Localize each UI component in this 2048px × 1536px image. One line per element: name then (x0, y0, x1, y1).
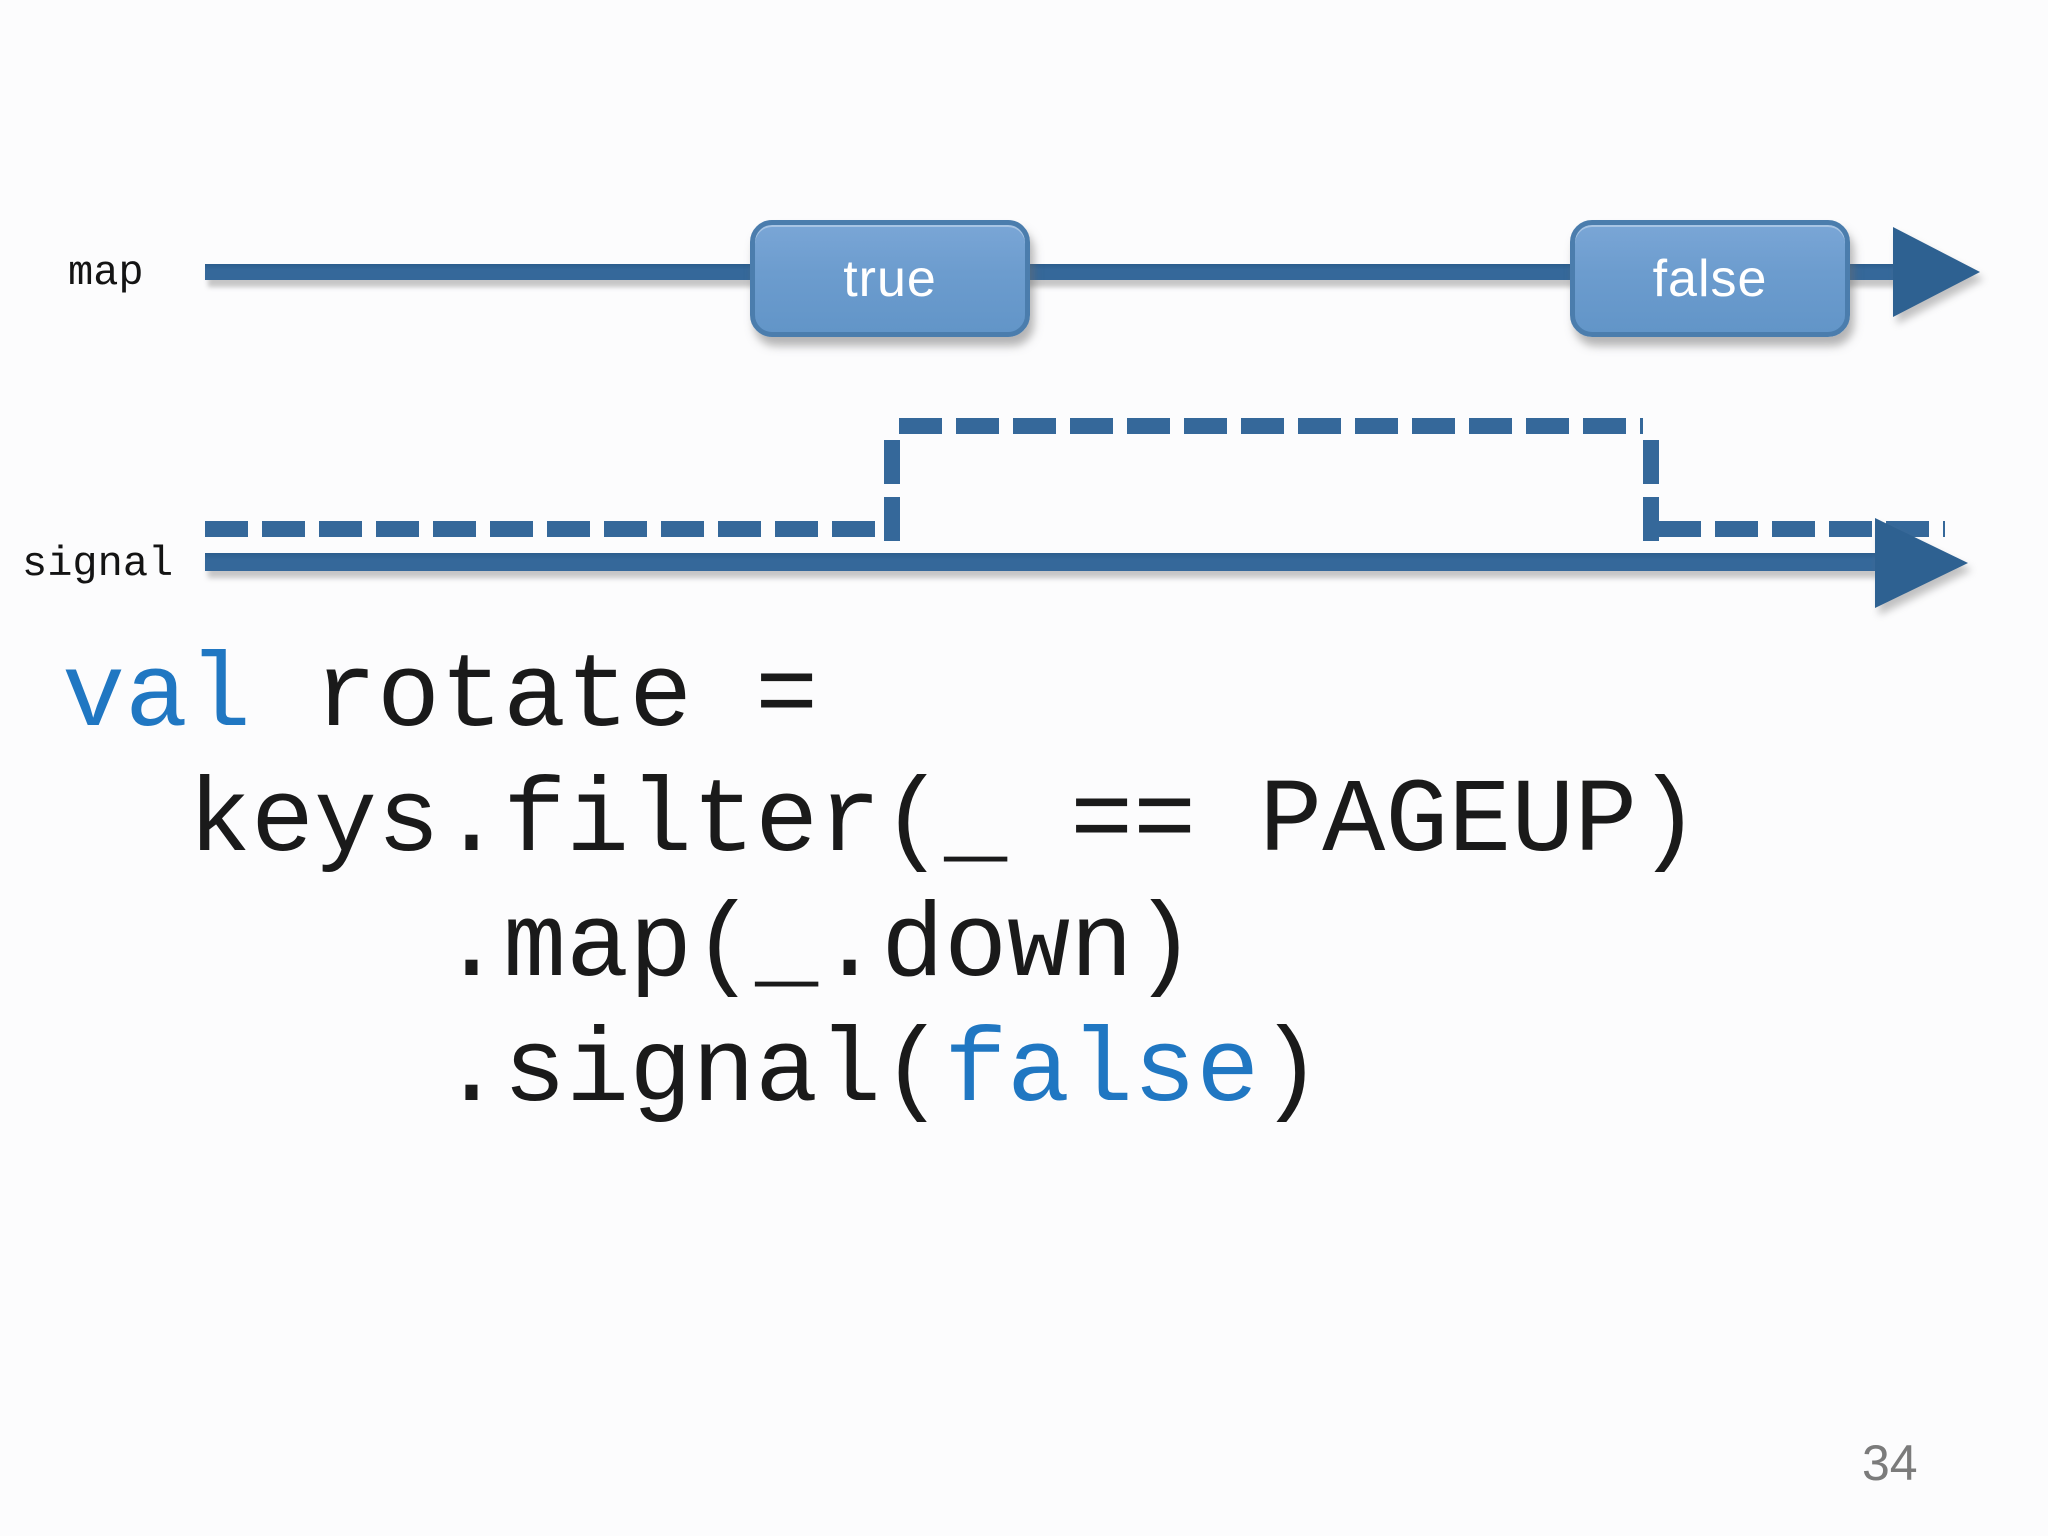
map-row-label: map (68, 249, 144, 297)
signal-level-low-left-segment (205, 521, 884, 537)
signal-level-low-right-segment (1658, 521, 1945, 537)
code-line-1: val rotate = (62, 635, 1700, 760)
event-box-true: true (750, 220, 1030, 337)
code-line-2: keys.filter(_ == PAGEUP) (62, 763, 1701, 882)
code-block: val rotate = keys.filter(_ == PAGEUP) .m… (62, 635, 1700, 1135)
map-timeline-line (205, 264, 1893, 280)
event-box-false-label: false (1652, 249, 1768, 308)
signal-step-up-connector (884, 440, 900, 546)
code-line-1-rest: rotate = (251, 638, 819, 757)
event-box-true-label: true (843, 249, 937, 308)
event-box-false: false (1570, 220, 1850, 337)
signal-timeline-line (205, 553, 1875, 571)
page-number: 34 (1862, 1435, 1918, 1491)
code-keyword-val: val (62, 638, 252, 757)
code-line-4-head: .signal( (62, 1013, 945, 1132)
signal-arrowhead-icon (1875, 518, 1968, 608)
code-line-3: .map(_.down) (62, 888, 1197, 1007)
signal-row-label: signal (22, 540, 174, 588)
signal-step-down-connector (1643, 440, 1659, 546)
map-arrowhead-icon (1893, 227, 1980, 317)
signal-level-high-segment (899, 418, 1643, 434)
code-line-4: .signal(false) (62, 1010, 1700, 1135)
code-line-4-tail: ) (1259, 1013, 1323, 1132)
code-literal-false: false (944, 1013, 1260, 1132)
